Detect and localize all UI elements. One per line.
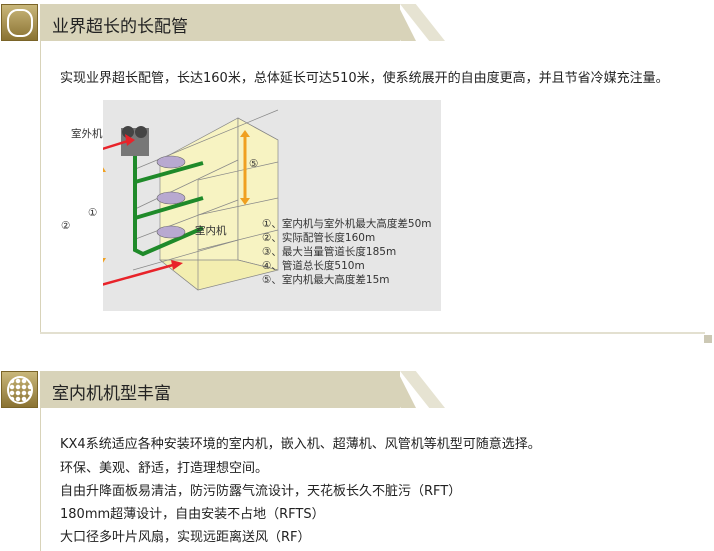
section-title: 业界超长的长配管 bbox=[52, 17, 188, 37]
marker-1: ① bbox=[88, 207, 98, 219]
section-header-indoor-units: 室内机机型丰富 bbox=[0, 371, 445, 408]
section-description: 实现业界超长配管，长达160米，总体延长可达510米，使系统展开的自由度更高，并… bbox=[60, 71, 669, 86]
feature-line: 环保、美观、舒适，打造理想空间。 bbox=[60, 461, 269, 476]
legend-item: ②、实际配管长度160m bbox=[262, 232, 376, 244]
pipe-length-diagram: 室外机 室内机 ② ① ⑤ bbox=[61, 100, 441, 311]
feature-line: 180mm超薄设计，自由安装不占地（RFTS） bbox=[60, 507, 325, 522]
marker-5: ⑤ bbox=[249, 158, 259, 170]
marker-2: ② bbox=[61, 220, 71, 232]
legend-item: ③、最大当量管道长度185m bbox=[262, 246, 397, 258]
indoor-unit-label: 室内机 bbox=[195, 225, 227, 237]
feature-line: 大口径多叶片风扇，实现远距离送风（RF） bbox=[60, 530, 311, 545]
section-header-long-pipe: 业界超长的长配管 bbox=[0, 4, 445, 41]
divider bbox=[40, 41, 41, 333]
divider bbox=[40, 408, 41, 551]
outdoor-unit-label: 室外机 bbox=[71, 128, 103, 140]
decor-square bbox=[704, 335, 712, 343]
legend-item: ①、室内机与室外机最大高度差50m bbox=[262, 218, 432, 230]
feature-line: 自由升降面板易清洁，防污防露气流设计，天花板长久不脏污（RFT） bbox=[60, 484, 462, 499]
section-title: 室内机机型丰富 bbox=[52, 384, 171, 404]
pipe-icon bbox=[1, 4, 38, 41]
grid-dots-icon bbox=[1, 371, 38, 408]
divider bbox=[40, 332, 705, 334]
feature-line: KX4系统适应各种安装环境的室内机，嵌入机、超薄机、风管机等机型可随意选择。 bbox=[60, 437, 541, 452]
legend-item: ④、管道总长度510m bbox=[262, 260, 365, 272]
legend-item: ⑤、室内机最大高度差15m bbox=[262, 274, 390, 286]
